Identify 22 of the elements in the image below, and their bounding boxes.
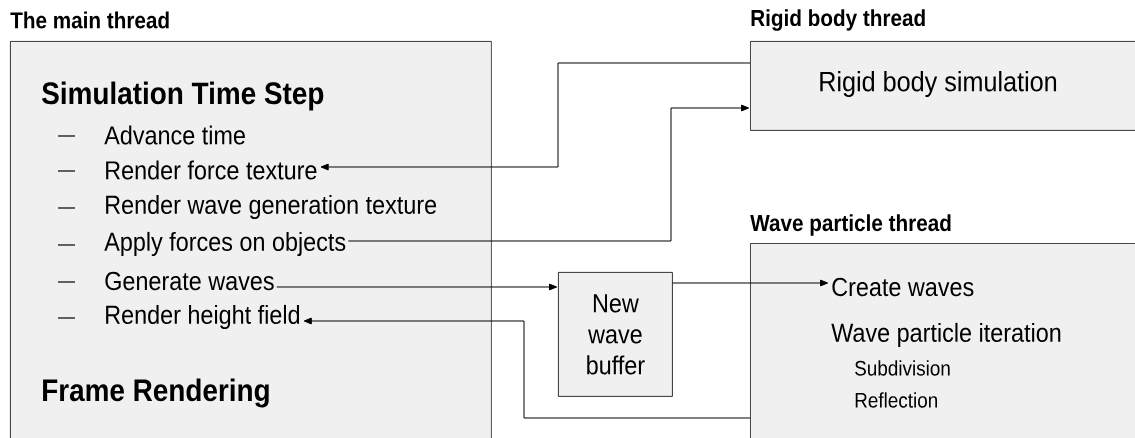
section-heading: Simulation Time Step	[42, 81, 324, 111]
sub-item: Reflection	[855, 392, 937, 408]
heading: Wave particle thread	[750, 214, 951, 236]
heading: Rigid body thread	[751, 9, 925, 31]
arrow	[672, 279, 829, 287]
list-item: Advance time	[104, 125, 245, 145]
list-item: Create waves	[832, 277, 974, 297]
section-heading: Frame Rendering	[43, 378, 269, 408]
box-label: Rigid body simulation	[820, 70, 1057, 98]
box-label: New wave buffer	[587, 294, 645, 375]
heading: The main thread	[10, 11, 169, 29]
list-item: Render height field	[106, 304, 300, 330]
list-item: Apply forces on objects	[104, 231, 346, 257]
list-item: Generate waves	[105, 271, 274, 291]
arrow	[303, 317, 751, 419]
arrow	[347, 104, 750, 242]
list-item: Render wave generation texture	[106, 194, 437, 220]
arrow	[276, 283, 558, 291]
sub-item: Subdivision	[855, 360, 950, 376]
list-item: Render force texture	[106, 160, 317, 180]
list-item: Wave particle iteration	[831, 322, 1061, 348]
arrow	[320, 62, 751, 171]
